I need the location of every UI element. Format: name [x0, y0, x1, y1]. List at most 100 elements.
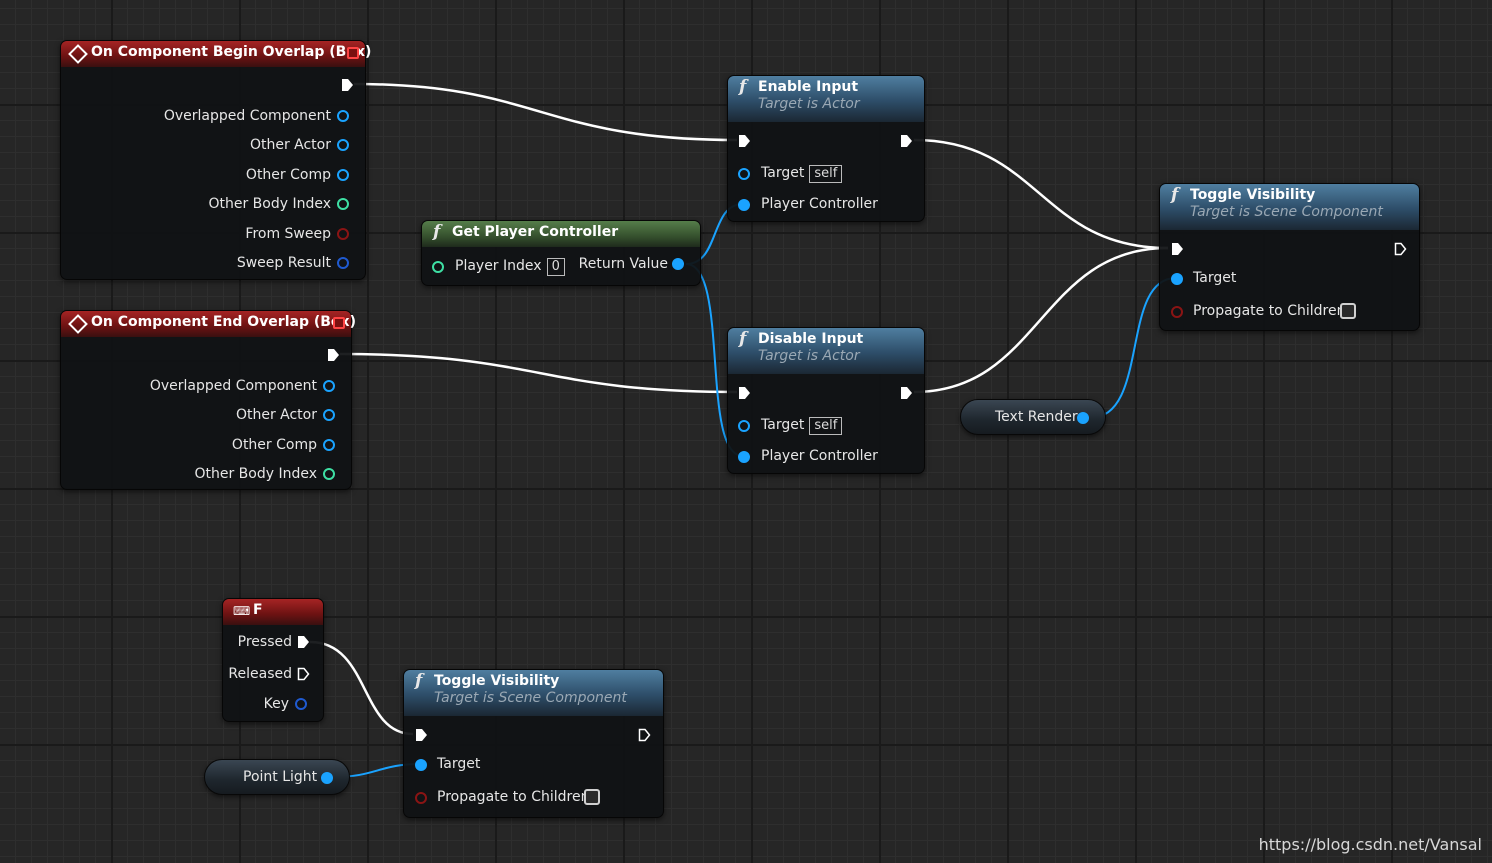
target-label: Target: [761, 165, 805, 181]
exec-wire-end-to-disable: [339, 352, 738, 394]
keyboard-icon: ⌨: [233, 604, 251, 618]
key-f-header[interactable]: ⌨ F: [223, 599, 323, 625]
player-controller-pin[interactable]: [738, 199, 750, 211]
return-value-pin[interactable]: [672, 258, 684, 270]
key-f-event-node[interactable]: ⌨ F Pressed Released Key: [222, 598, 324, 722]
pin-label-other-body-index: Other Body Index: [194, 466, 317, 482]
get-player-controller-header[interactable]: f Get Player Controller: [422, 221, 700, 247]
node-title: Toggle Visibility: [1190, 187, 1316, 203]
other-body-index-pin[interactable]: [337, 198, 349, 210]
target-label: Target: [437, 756, 481, 772]
other-comp-pin[interactable]: [337, 169, 349, 181]
propagate-to-children-pin[interactable]: [415, 792, 427, 804]
exec-out-pin[interactable]: [900, 134, 913, 148]
from-sweep-pin[interactable]: [337, 228, 349, 240]
player-controller-pin[interactable]: [738, 451, 750, 463]
key-pin[interactable]: [295, 698, 307, 710]
function-icon: f: [739, 77, 747, 97]
exec-wire-enable-to-toggle: [913, 138, 1169, 250]
node-title: On Component Begin Overlap (Box): [91, 44, 372, 60]
target-pin[interactable]: [738, 168, 750, 180]
disable-input-header[interactable]: f Disable Input Target is Actor: [728, 328, 924, 374]
target-value: self: [809, 417, 843, 435]
pin-label-overlapped-component: Overlapped Component: [149, 378, 317, 394]
propagate-to-children-checkbox[interactable]: [584, 789, 600, 805]
target-pin[interactable]: [1171, 273, 1183, 285]
other-comp-pin[interactable]: [323, 439, 335, 451]
key-label: Key: [263, 696, 289, 712]
pressed-exec-pin[interactable]: [297, 635, 310, 649]
propagate-to-children-label: Propagate to Children: [1193, 303, 1346, 319]
node-title: Enable Input: [758, 79, 859, 95]
exec-out-pin[interactable]: [900, 386, 913, 400]
overlapped-component-pin[interactable]: [337, 110, 349, 122]
pin-label-overlapped-component: Overlapped Component: [163, 108, 331, 124]
text-render-variable-node[interactable]: Text Render: [960, 399, 1106, 435]
target-pin[interactable]: [738, 420, 750, 432]
end-overlap-header[interactable]: On Component End Overlap (Box): [61, 311, 356, 337]
other-actor-pin[interactable]: [337, 139, 349, 151]
text-render-output-pin[interactable]: [1077, 412, 1089, 424]
exec-out-pin[interactable]: [638, 728, 651, 742]
exec-out-pin[interactable]: [1394, 242, 1407, 256]
toggle-visibility-header[interactable]: f Toggle Visibility Target is Scene Comp…: [1160, 184, 1419, 230]
exec-in-pin[interactable]: [1171, 242, 1184, 256]
node-title: Disable Input: [758, 331, 864, 347]
node-subtitle: Target is Scene Component: [1190, 204, 1383, 220]
player-index-label: Player Index: [455, 258, 542, 274]
other-actor-pin[interactable]: [323, 409, 335, 421]
propagate-to-children-pin[interactable]: [1171, 306, 1183, 318]
exec-out-pin[interactable]: [341, 78, 354, 92]
toggle-visibility-node[interactable]: f Toggle Visibility Target is Scene Comp…: [1159, 183, 1420, 331]
pin-label-other-comp: Other Comp: [245, 167, 331, 183]
sweep-result-pin[interactable]: [337, 257, 349, 269]
overlapped-component-pin[interactable]: [323, 380, 335, 392]
player-index-pin[interactable]: [432, 261, 444, 273]
event-diamond-icon: [68, 314, 88, 334]
target-value: self: [809, 165, 843, 183]
toggle-visibility-node-2[interactable]: f Toggle Visibility Target is Scene Comp…: [403, 669, 664, 818]
node-title: Get Player Controller: [452, 224, 619, 240]
exec-wire-pressed-to-toggle: [309, 640, 414, 736]
begin-overlap-header[interactable]: On Component Begin Overlap (Box): [61, 41, 371, 67]
target-pin[interactable]: [415, 759, 427, 771]
exec-in-pin[interactable]: [738, 134, 751, 148]
begin-overlap-event-node[interactable]: On Component Begin Overlap (Box) Overlap…: [60, 40, 371, 280]
node-subtitle: Target is Actor: [758, 96, 860, 112]
propagate-to-children-checkbox[interactable]: [1340, 303, 1356, 319]
pin-label-other-body-index: Other Body Index: [208, 196, 331, 212]
player-controller-label: Player Controller: [761, 196, 878, 212]
delegate-pin-icon[interactable]: [347, 47, 359, 59]
point-light-variable-node[interactable]: Point Light: [204, 759, 350, 795]
node-title: F: [253, 602, 263, 618]
function-icon: f: [433, 222, 441, 242]
exec-in-pin[interactable]: [415, 728, 428, 742]
pin-label-other-comp: Other Comp: [231, 437, 317, 453]
point-light-output-pin[interactable]: [321, 772, 333, 784]
delegate-pin-icon[interactable]: [333, 317, 345, 329]
pressed-label: Pressed: [237, 634, 292, 650]
toggle-visibility-header[interactable]: f Toggle Visibility Target is Scene Comp…: [404, 670, 663, 716]
end-overlap-event-node[interactable]: On Component End Overlap (Box) Overlappe…: [60, 310, 356, 490]
enable-input-header[interactable]: f Enable Input Target is Actor: [728, 76, 924, 122]
target-label: Target: [1193, 270, 1237, 286]
pin-label-other-actor: Other Actor: [235, 407, 317, 423]
released-exec-pin[interactable]: [297, 667, 310, 681]
exec-in-pin[interactable]: [738, 386, 751, 400]
exec-wire-begin-to-enable: [353, 82, 738, 142]
player-controller-label: Player Controller: [761, 448, 878, 464]
pin-label-from-sweep: From Sweep: [245, 226, 331, 242]
function-icon: f: [1171, 185, 1179, 205]
point-light-label: Point Light: [243, 769, 318, 785]
exec-out-pin[interactable]: [327, 348, 340, 362]
player-index-value[interactable]: 0: [546, 258, 565, 276]
exec-wire-disable-to-toggle: [913, 246, 1169, 394]
other-body-index-pin[interactable]: [323, 468, 335, 480]
node-subtitle: Target is Actor: [758, 348, 860, 364]
